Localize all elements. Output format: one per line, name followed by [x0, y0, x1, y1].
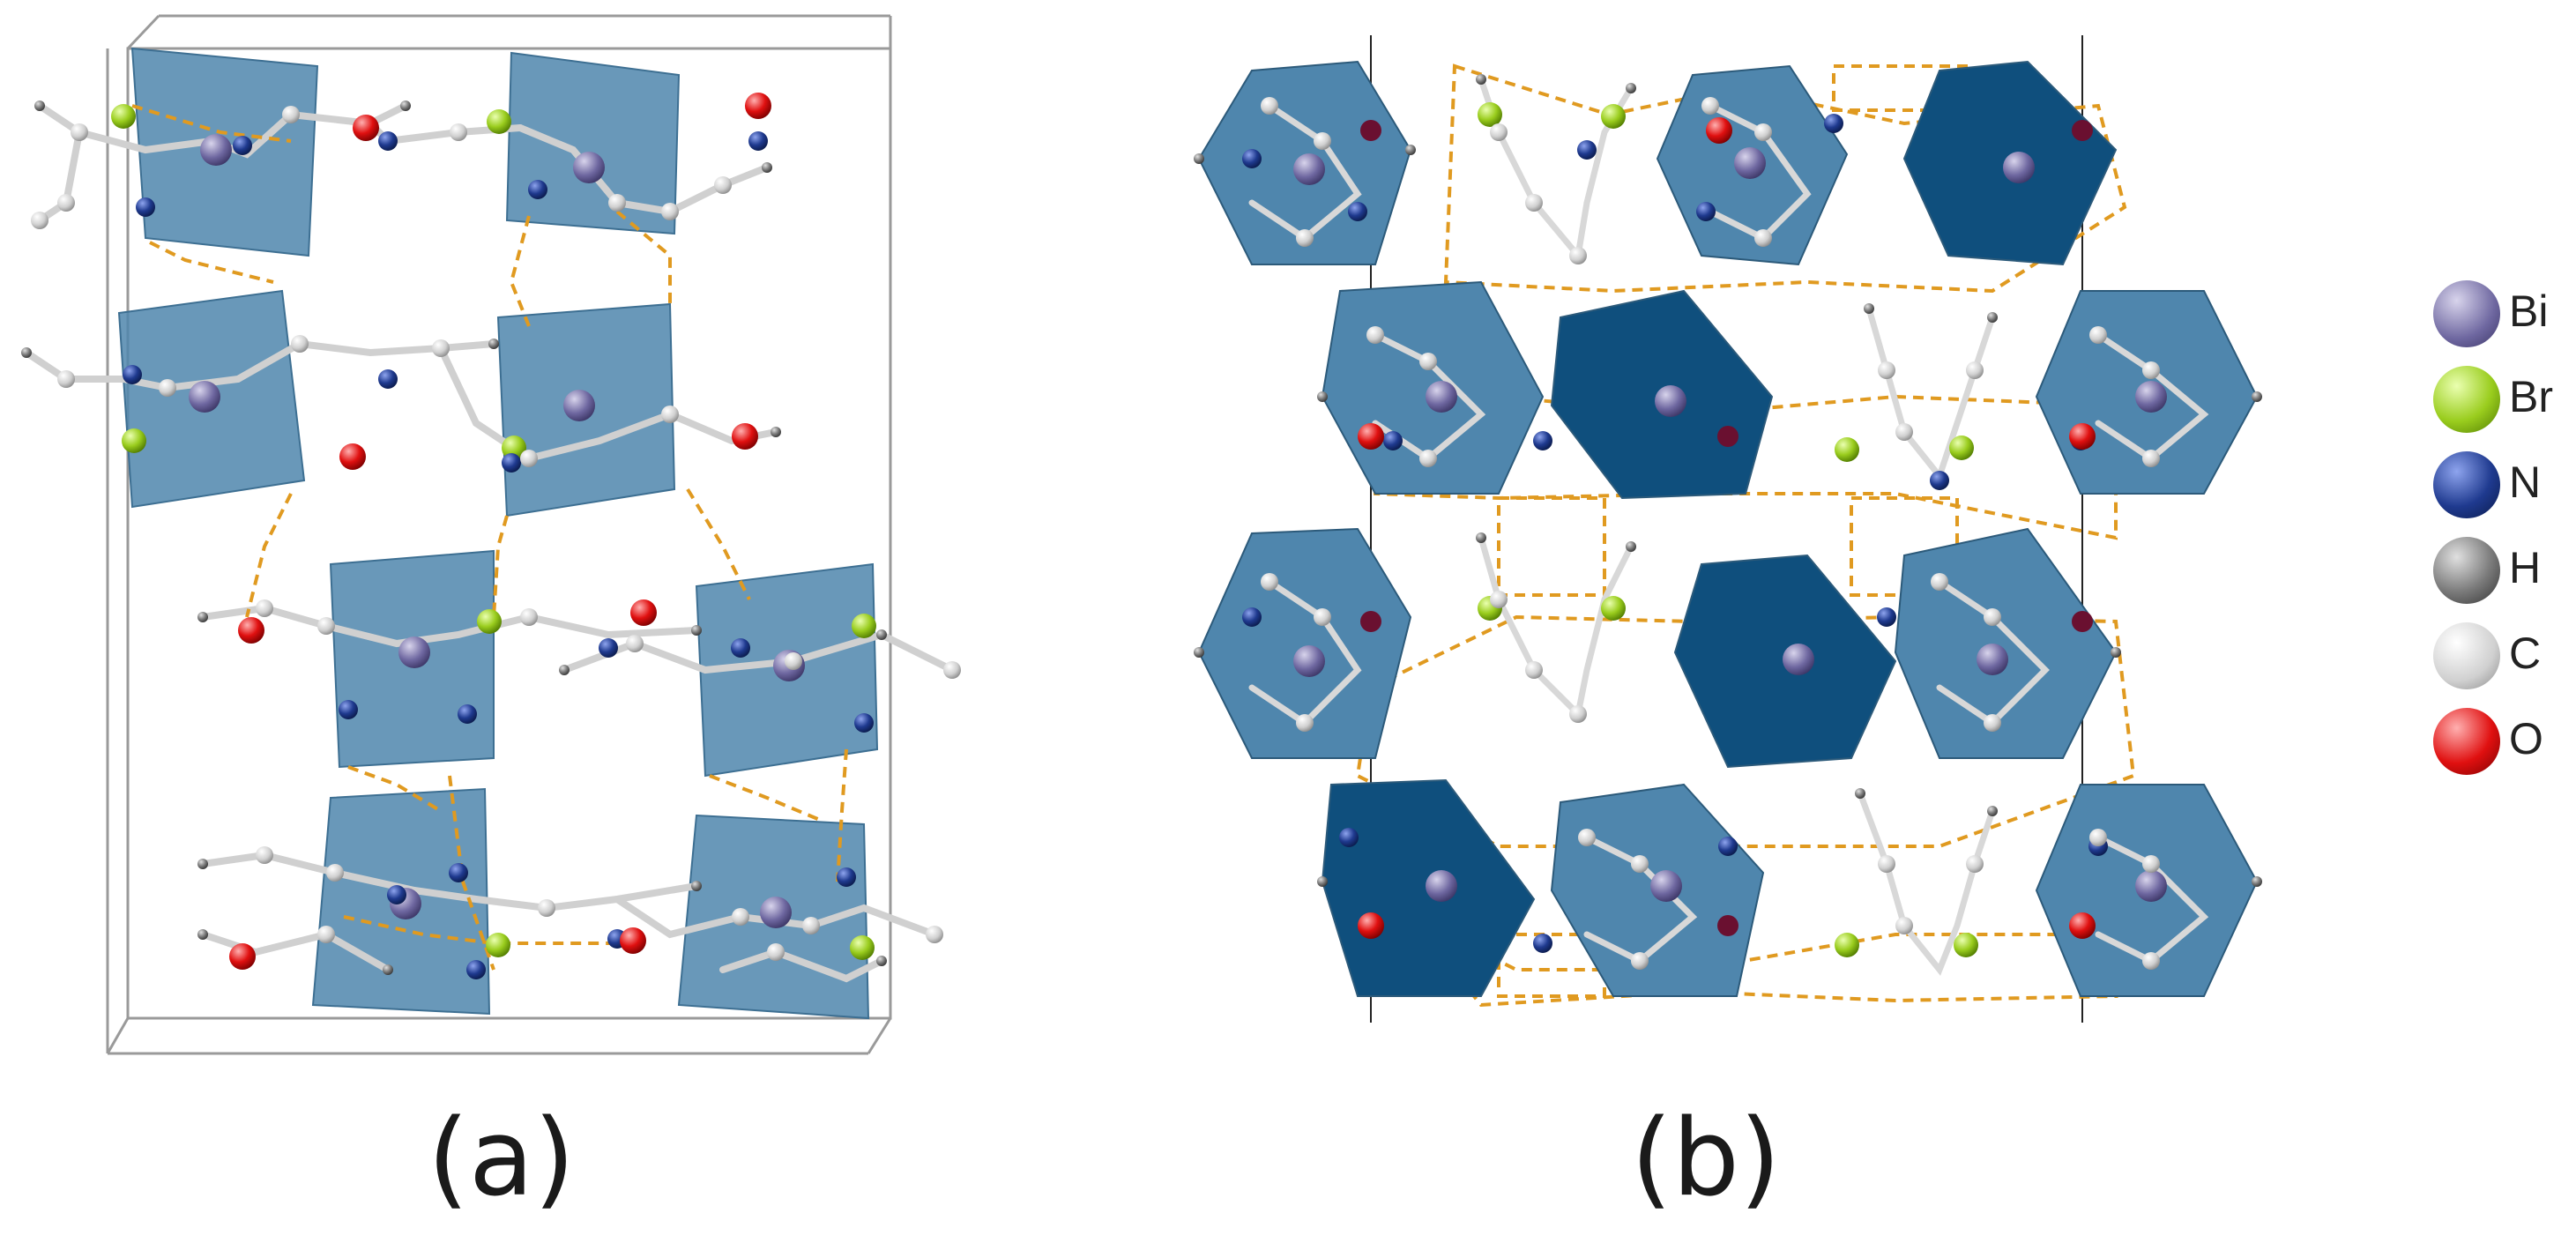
- o-ball-icon: [2433, 708, 2500, 775]
- bromine-atoms-a: [111, 104, 876, 960]
- bi-octahedra-a: [117, 47, 879, 1020]
- nitrogen-atoms-a: [123, 131, 874, 979]
- oxygen-atoms-b: [1358, 117, 2096, 939]
- atom-legend: Bi Br N H C O: [2433, 280, 2576, 793]
- bi-ball-icon: [2433, 280, 2500, 347]
- legend-label-br: Br: [2509, 372, 2553, 421]
- legend-item-c: C: [2433, 622, 2576, 708]
- bromine-atoms-b: [1478, 102, 1978, 957]
- hydrogen-atoms-b: [1194, 74, 2262, 887]
- hydrogen-bonds-a: [131, 104, 848, 971]
- legend-item-n: N: [2433, 451, 2576, 537]
- bismuth-atoms-a: [189, 134, 805, 928]
- legend-label-c: C: [2509, 629, 2542, 678]
- nitrogen-atoms-b: [1242, 114, 2108, 953]
- legend-label-bi: Bi: [2509, 287, 2549, 336]
- legend-item-br: Br: [2433, 366, 2576, 451]
- legend-label-n: N: [2509, 458, 2542, 507]
- hydrogen-atoms-a: [21, 100, 887, 975]
- legend-label-o: O: [2509, 714, 2543, 763]
- panel-a-structure: [21, 14, 961, 1055]
- br-ball-icon: [2433, 366, 2500, 433]
- n-ball-icon: [2433, 451, 2500, 518]
- legend-item-bi: Bi: [2433, 280, 2576, 366]
- carbon-atoms-b: [1261, 97, 2160, 970]
- h-ball-icon: [2433, 537, 2500, 604]
- dark-oxygen-atoms-b: [1360, 120, 2093, 936]
- legend-item-o: O: [2433, 708, 2576, 793]
- bismuth-atoms-b: [1293, 147, 2167, 902]
- unit-cell-box: [106, 14, 892, 1055]
- oxygen-atoms-a: [229, 93, 771, 970]
- panel-b-structure: [1194, 35, 2262, 1023]
- carbon-atoms-a: [31, 106, 961, 961]
- legend-label-h: H: [2509, 543, 2542, 592]
- c-ball-icon: [2433, 622, 2500, 689]
- legend-item-h: H: [2433, 537, 2576, 622]
- panel-b-label: (b): [1631, 1098, 1781, 1220]
- panel-a-label: (a): [428, 1098, 576, 1220]
